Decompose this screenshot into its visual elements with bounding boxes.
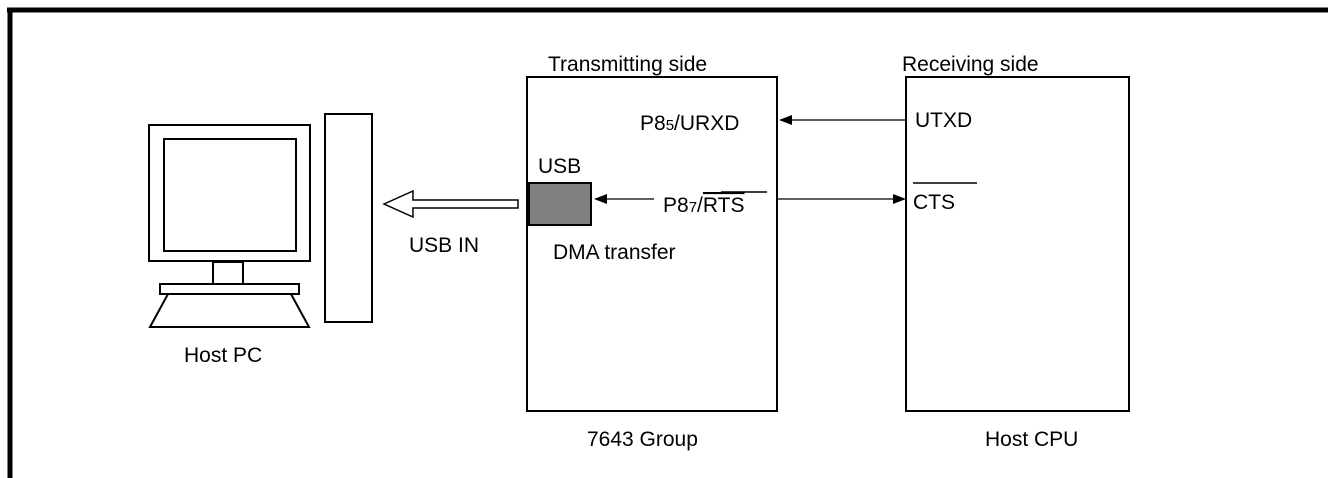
keyboard xyxy=(148,293,311,328)
pin-utxd-label: UTXD xyxy=(915,109,972,132)
usb-in-label: USB IN xyxy=(409,234,479,257)
monitor-screen xyxy=(163,138,297,252)
pc-tower xyxy=(324,113,373,323)
rts-cts-double-arrow xyxy=(777,194,906,204)
utxd-to-urxd-arrow xyxy=(779,115,906,125)
receiving-side-label: Receiving side xyxy=(902,53,1039,76)
host-pc-icon xyxy=(148,113,373,328)
pin-cts-label: CTS xyxy=(913,191,955,214)
dma-transfer-label: DMA transfer xyxy=(553,241,676,264)
usb-in-arrow xyxy=(382,189,519,219)
host-pc-label: Host PC xyxy=(184,344,262,367)
host-cpu-label: Host CPU xyxy=(985,428,1078,451)
pin-p85-urxd-label: P85/URXD xyxy=(640,112,739,135)
monitor-base xyxy=(159,283,300,295)
rts-to-usb-arrow xyxy=(594,194,654,204)
usb-label: USB xyxy=(538,155,581,178)
pin-p87-rts-label: P87/RTS xyxy=(663,194,745,217)
receiving-side-block xyxy=(905,76,1130,412)
group-7643-label: 7643 Group xyxy=(587,428,698,451)
usb-block xyxy=(528,182,592,226)
monitor-stand xyxy=(212,261,244,285)
transmitting-side-block xyxy=(526,76,778,412)
transmitting-side-label: Transmitting side xyxy=(548,53,707,76)
